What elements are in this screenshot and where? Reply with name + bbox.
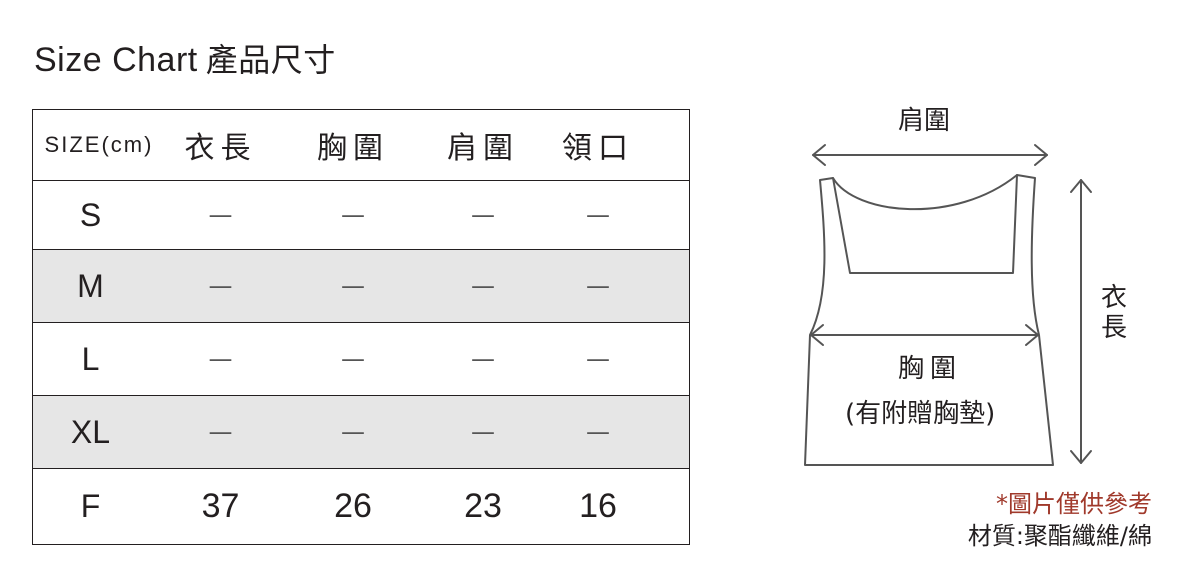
reference-note: *圖片僅供參考 xyxy=(996,490,1152,518)
tank-top-outline xyxy=(804,144,1092,466)
title-en: Size Chart xyxy=(34,41,198,79)
header-neck: 領口 xyxy=(562,131,634,166)
value-cell: — xyxy=(208,272,233,300)
value-cell: — xyxy=(471,418,495,446)
value-cell: — xyxy=(471,345,495,373)
header-size: SIZE(cm) xyxy=(44,132,154,157)
value-cell: — xyxy=(208,201,233,229)
size-table: SIZE(cm) 衣長 胸圍 肩圍 領口 S — — — — M — — — —… xyxy=(32,109,690,545)
chest-note: (有附贈胸墊) xyxy=(845,399,996,429)
header-chest: 胸圍 xyxy=(317,131,389,166)
length-label: 衣長 xyxy=(1101,283,1128,343)
size-label: XL xyxy=(70,413,111,450)
value-cell: — xyxy=(341,201,365,229)
size-label: L xyxy=(81,340,100,377)
value-cell: — xyxy=(208,345,233,373)
table-row: L — — — — xyxy=(33,322,689,395)
chest-label: 胸圍 xyxy=(898,354,963,384)
value-cell: — xyxy=(208,418,233,446)
value-cell: 16 xyxy=(579,486,617,525)
table-row: M — — — — xyxy=(33,249,689,322)
table-row: S — — — — xyxy=(33,180,689,249)
value-cell: — xyxy=(586,418,610,446)
table-header-row: SIZE(cm) 衣長 胸圍 肩圍 領口 xyxy=(33,110,689,180)
value-cell: — xyxy=(341,418,365,446)
table-row: F 37 26 23 16 xyxy=(33,468,689,543)
neckline xyxy=(832,174,1018,211)
size-label: S xyxy=(79,196,102,233)
value-cell: — xyxy=(471,201,495,229)
value-cell: — xyxy=(341,272,365,300)
value-cell: 37 xyxy=(201,486,240,525)
value-cell: — xyxy=(586,345,610,373)
value-cell: — xyxy=(341,345,365,373)
size-label: M xyxy=(77,267,104,304)
size-label: F xyxy=(80,487,101,524)
value-cell: 26 xyxy=(334,486,372,525)
garment-diagram: 肩圍 衣長 胸圍 (有附贈胸墊) xyxy=(795,95,1127,485)
shoulder-label: 肩圍 xyxy=(898,106,951,136)
value-cell: — xyxy=(586,272,610,300)
value-cell: — xyxy=(471,272,495,300)
material-note: 材質:聚酯纖維/綿 xyxy=(967,522,1152,550)
value-cell: 23 xyxy=(464,486,502,525)
table-row: XL — — — — xyxy=(33,395,689,468)
header-shoulder: 肩圍 xyxy=(447,131,519,166)
title-zh: 產品尺寸 xyxy=(205,41,336,79)
value-cell: — xyxy=(586,201,610,229)
header-length: 衣長 xyxy=(184,131,257,166)
